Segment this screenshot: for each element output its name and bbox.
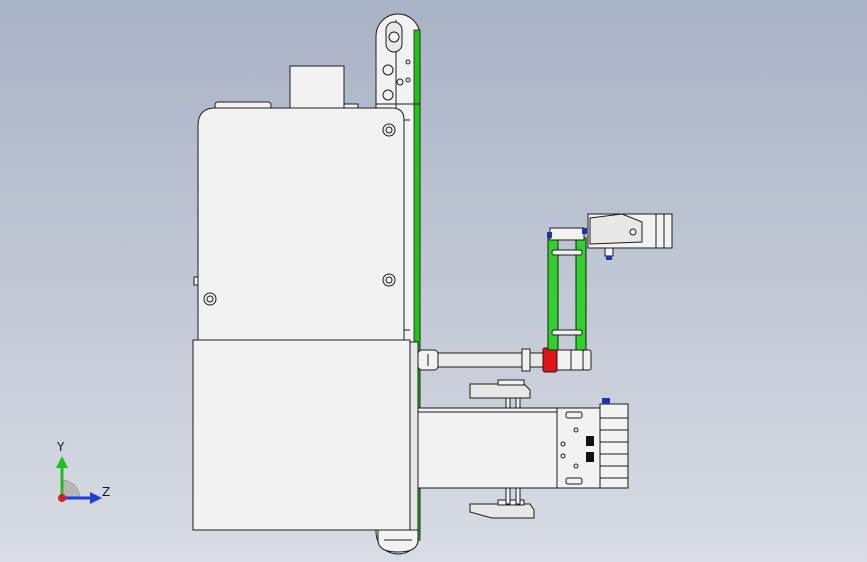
bottom-roller[interactable]: [377, 529, 419, 553]
lower-guide-block[interactable]: [469, 499, 535, 519]
upper-housing[interactable]: [193, 107, 410, 341]
axis-y-label: Y: [57, 440, 65, 454]
horizontal-shaft[interactable]: [417, 348, 549, 372]
axis-z-label: Z: [102, 485, 111, 499]
gripper-module[interactable]: [556, 398, 629, 489]
lower-housing[interactable]: [192, 339, 419, 531]
horizontal-beam[interactable]: [417, 407, 559, 489]
red-collar[interactable]: [542, 347, 592, 373]
axis-z-arrow-icon: [62, 492, 102, 504]
upper-guide-block[interactable]: [469, 379, 531, 399]
axis-y-arrow-icon: [56, 456, 68, 498]
motor-stub[interactable]: [214, 65, 359, 111]
axis-x-dot-icon: [58, 494, 66, 502]
green-linkage[interactable]: [547, 227, 587, 351]
axis-triad: [56, 456, 102, 504]
sensor-bracket[interactable]: [587, 213, 673, 260]
